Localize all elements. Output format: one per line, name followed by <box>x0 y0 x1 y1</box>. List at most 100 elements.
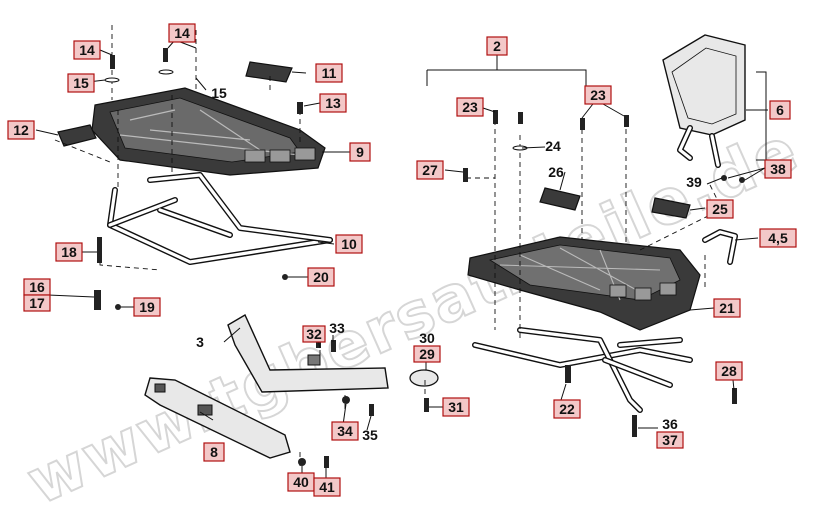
washer-15a <box>104 77 120 83</box>
bracket-8 <box>144 377 291 459</box>
bolt-23d <box>624 115 629 127</box>
callout-35: 35 <box>362 427 378 443</box>
callout-40: 40 <box>287 472 315 492</box>
svg-text:14: 14 <box>174 25 190 41</box>
callout-24: 24 <box>545 138 561 154</box>
callout-38: 38 <box>764 159 792 179</box>
callout-41: 41 <box>313 477 341 497</box>
svg-text:27: 27 <box>422 162 438 178</box>
callout-15b: 15 <box>211 85 227 101</box>
bolt-14a <box>110 55 115 69</box>
svg-text:36: 36 <box>662 416 678 432</box>
rear-frame-22 <box>472 327 693 413</box>
callout-15a: 15 <box>67 73 95 93</box>
callout-19: 19 <box>133 297 161 317</box>
footpad-11 <box>245 61 293 83</box>
nut-40 <box>298 458 306 466</box>
svg-text:34: 34 <box>337 423 353 439</box>
svg-text:19: 19 <box>139 299 155 315</box>
footpad-26 <box>539 187 581 211</box>
callout-18: 18 <box>55 242 83 262</box>
svg-text:40: 40 <box>293 474 309 490</box>
svg-text:9: 9 <box>356 144 364 160</box>
front-frame-10 <box>107 172 333 265</box>
callout-39: 39 <box>686 174 702 190</box>
callout-25: 25 <box>706 199 734 219</box>
callout-21: 21 <box>713 298 741 318</box>
svg-text:32: 32 <box>306 326 322 342</box>
svg-text:11: 11 <box>322 65 337 81</box>
callout-34: 34 <box>331 421 359 441</box>
svg-text:25: 25 <box>712 201 728 217</box>
callout-26: 26 <box>548 164 564 180</box>
callout-2: 2 <box>486 36 508 56</box>
bolt-41 <box>324 456 329 468</box>
bolt-23b <box>518 112 523 124</box>
callout-12: 12 <box>7 120 35 140</box>
svg-text:3: 3 <box>196 334 204 350</box>
svg-text:30: 30 <box>419 330 435 346</box>
callout-16: 16 <box>23 278 51 296</box>
svg-text:33: 33 <box>329 320 345 336</box>
callout-37: 37 <box>656 431 684 449</box>
footpad-25 <box>651 197 691 219</box>
svg-text:39: 39 <box>686 174 702 190</box>
svg-text:8: 8 <box>210 444 218 460</box>
front-rack-9 <box>91 87 326 176</box>
callout-23b: 23 <box>584 85 612 105</box>
callout-20: 20 <box>307 267 335 287</box>
svg-text:6: 6 <box>776 102 784 118</box>
bolt-14b <box>163 48 168 62</box>
svg-text:22: 22 <box>559 401 575 417</box>
bracket-16 <box>94 290 101 310</box>
bolt-33 <box>331 340 336 352</box>
svg-text:17: 17 <box>29 295 45 311</box>
callout-36: 36 <box>662 416 678 432</box>
callout-8: 8 <box>203 442 225 462</box>
callout-14b: 14 <box>168 23 196 43</box>
bolt-28 <box>732 388 737 404</box>
bolt-13 <box>297 102 303 114</box>
callout-4-5: 4,5 <box>759 228 797 248</box>
bolt-20 <box>282 274 288 280</box>
callout-9: 9 <box>349 142 371 162</box>
callout-31: 31 <box>442 397 470 417</box>
callout-6: 6 <box>769 100 791 120</box>
callout-29: 29 <box>413 345 441 363</box>
callout-22: 22 <box>553 399 581 419</box>
svg-text:38: 38 <box>770 161 786 177</box>
backrest-6 <box>662 34 746 168</box>
callout-10: 10 <box>335 234 363 254</box>
pin-22 <box>565 365 571 383</box>
svg-text:28: 28 <box>721 363 737 379</box>
svg-text:31: 31 <box>448 399 464 415</box>
callout-33: 33 <box>329 320 345 336</box>
callout-17: 17 <box>23 294 51 312</box>
bolt-35 <box>369 404 374 416</box>
svg-text:12: 12 <box>13 122 29 138</box>
svg-text:35: 35 <box>362 427 378 443</box>
callout-14a: 14 <box>73 40 101 60</box>
bolt-19 <box>115 304 121 310</box>
svg-text:41: 41 <box>319 479 335 495</box>
svg-text:37: 37 <box>662 432 678 448</box>
pin-36 <box>632 415 637 437</box>
svg-text:23: 23 <box>590 87 606 103</box>
callout-27: 27 <box>416 160 444 180</box>
callout-28: 28 <box>715 361 743 381</box>
bolt-38 <box>739 177 745 183</box>
footpad-12 <box>57 124 97 147</box>
callout-11: 11 <box>315 63 343 83</box>
svg-text:15: 15 <box>211 85 227 101</box>
svg-text:18: 18 <box>61 244 77 260</box>
callout-30: 30 <box>419 330 435 346</box>
bolt-27 <box>463 168 468 182</box>
bolt-23a <box>493 110 498 124</box>
cap-29-30 <box>409 369 439 387</box>
bolt-39 <box>721 175 727 181</box>
rear-rack-21 <box>467 236 701 331</box>
pin-18 <box>97 237 102 263</box>
callout-23a: 23 <box>456 97 484 117</box>
